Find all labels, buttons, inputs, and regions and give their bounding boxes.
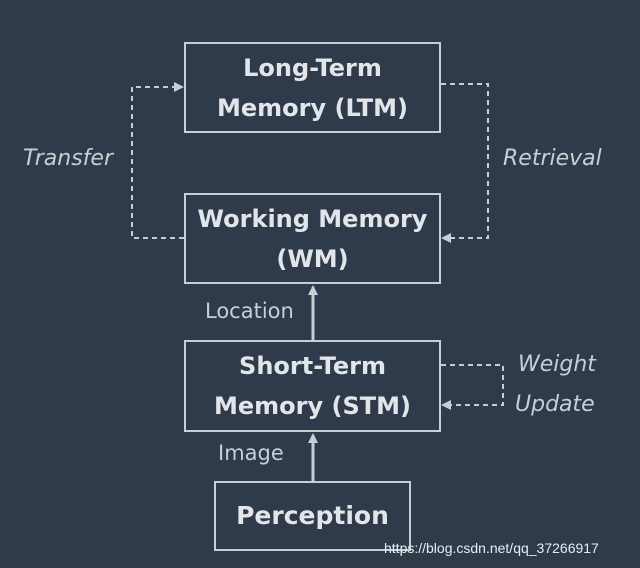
node-stm-line1: Short-Term <box>239 352 386 380</box>
node-wm-line2: (WM) <box>276 244 349 273</box>
node-ltm-line2: Memory (LTM) <box>216 93 408 122</box>
node-long-term-memory: Long-Term Memory (LTM) <box>184 42 441 133</box>
watermark: https://blog.csdn.net/qq_37266917 <box>384 540 599 556</box>
edge-transfer <box>131 82 184 239</box>
edge-retrieval <box>441 83 489 243</box>
edge-label-update: Update <box>515 392 595 417</box>
node-working-memory: Working Memory (WM) <box>184 193 441 284</box>
node-wm-line1: Working Memory <box>197 204 428 233</box>
node-perception: Perception <box>214 481 411 551</box>
edge-label-retrieval: Retrieval <box>503 146 602 171</box>
node-perception-label: Perception <box>236 501 389 530</box>
node-short-term-memory: Short-Term Memory (STM) <box>184 340 441 432</box>
edge-label-location: Location <box>205 299 294 323</box>
edge-label-weight: Weight <box>518 352 596 377</box>
node-ltm-line1: Long-Term <box>243 53 382 82</box>
node-stm-line2: Memory (STM) <box>214 392 411 420</box>
edge-label-transfer: Transfer <box>23 146 113 171</box>
edge-weight-update <box>441 364 504 410</box>
edge-label-image: Image <box>218 441 284 465</box>
